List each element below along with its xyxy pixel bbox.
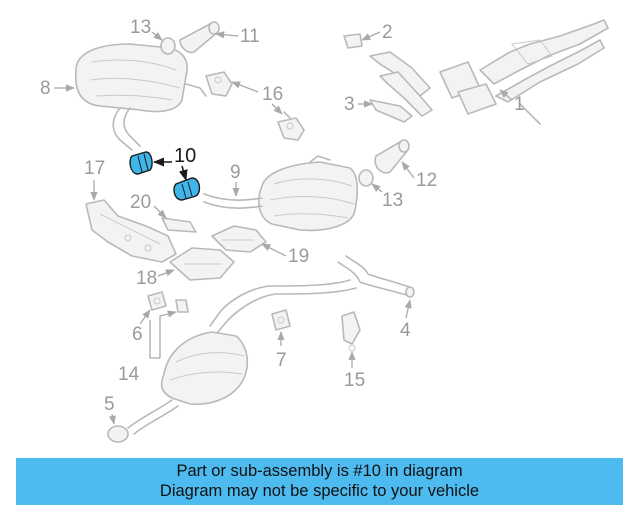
- callout-7: 7: [276, 331, 287, 371]
- heat-shield-part-18: [169, 247, 235, 281]
- banner-line-disclaimer: Diagram may not be specific to your vehi…: [159, 482, 480, 500]
- callout-15: 15: [344, 351, 365, 391]
- callout-11: 11: [215, 26, 260, 47]
- rear-muffler-part-8: [74, 43, 207, 151]
- front-pipe-assembly-part-1: [369, 19, 609, 125]
- gasket-part-2: [343, 33, 363, 49]
- svg-text:12: 12: [416, 170, 437, 191]
- banner-line-part: Part or sub-assembly is #10 in diagram: [176, 462, 463, 480]
- callout-12: 12: [401, 161, 437, 191]
- bracket-part-3: [369, 99, 413, 123]
- callout-18: 18: [136, 268, 175, 289]
- callout-14: 14: [118, 310, 177, 385]
- highlighted-clamp-part-10-lower[interactable]: [173, 177, 201, 201]
- callout-13-mid: 13: [371, 183, 403, 211]
- svg-text:1: 1: [514, 94, 525, 115]
- resonator-part-14: [160, 331, 249, 406]
- svg-text:19: 19: [288, 246, 309, 267]
- callout-10: 10: [152, 145, 196, 182]
- clamp-part-13-mid: [358, 169, 374, 187]
- bracket-part-15: [341, 311, 361, 352]
- callout-6: 6: [132, 309, 151, 345]
- callout-3: 3: [344, 94, 373, 115]
- rear-pipe-part-4: [209, 255, 415, 333]
- svg-text:13: 13: [382, 190, 403, 211]
- svg-text:11: 11: [240, 26, 260, 47]
- svg-text:15: 15: [344, 370, 365, 391]
- hanger-part-7: [271, 309, 291, 331]
- callout-8: 8: [40, 78, 75, 99]
- info-banner: Part or sub-assembly is #10 in diagram D…: [16, 458, 623, 505]
- svg-text:20: 20: [130, 192, 151, 213]
- svg-text:8: 8: [40, 78, 51, 99]
- svg-text:10: 10: [174, 145, 196, 167]
- callout-17: 17: [84, 158, 105, 201]
- callout-1: 1: [499, 89, 525, 115]
- svg-text:18: 18: [136, 268, 157, 289]
- exhaust-system-diagram: 13 11 8 16 2 3 1 12 13 9 17 20: [40, 17, 609, 443]
- svg-text:16: 16: [262, 84, 283, 105]
- svg-text:13: 13: [130, 17, 151, 38]
- svg-text:2: 2: [382, 22, 393, 43]
- callout-19: 19: [261, 243, 309, 267]
- heat-shield-part-17: [85, 199, 177, 263]
- callout-5: 5: [104, 394, 116, 425]
- heat-shield-part-19: [211, 225, 267, 253]
- front-pipe-part-5: [107, 399, 179, 443]
- bracket-part-20: [161, 217, 197, 233]
- svg-text:7: 7: [276, 350, 287, 371]
- callout-4: 4: [400, 299, 412, 341]
- svg-text:4: 4: [400, 320, 411, 341]
- svg-text:3: 3: [344, 94, 355, 115]
- svg-text:5: 5: [104, 394, 115, 415]
- svg-text:9: 9: [230, 162, 241, 183]
- svg-text:6: 6: [132, 324, 143, 345]
- hanger-part-6: [147, 291, 189, 313]
- callout-16: 16: [231, 81, 283, 115]
- bracket-part-16: [205, 71, 305, 141]
- tailpipe-tip-part-12: [374, 139, 410, 174]
- callout-2: 2: [361, 22, 393, 43]
- center-muffler-part-9: [203, 155, 359, 232]
- svg-text:14: 14: [118, 364, 140, 385]
- tailpipe-tip-part-11: [179, 21, 220, 54]
- clamp-part-13-top: [160, 37, 176, 55]
- callout-20: 20: [130, 192, 167, 219]
- svg-text:17: 17: [84, 158, 105, 179]
- callout-13-top: 13: [130, 17, 163, 41]
- highlighted-clamp-part-10-upper[interactable]: [129, 151, 153, 175]
- callout-9: 9: [230, 162, 241, 197]
